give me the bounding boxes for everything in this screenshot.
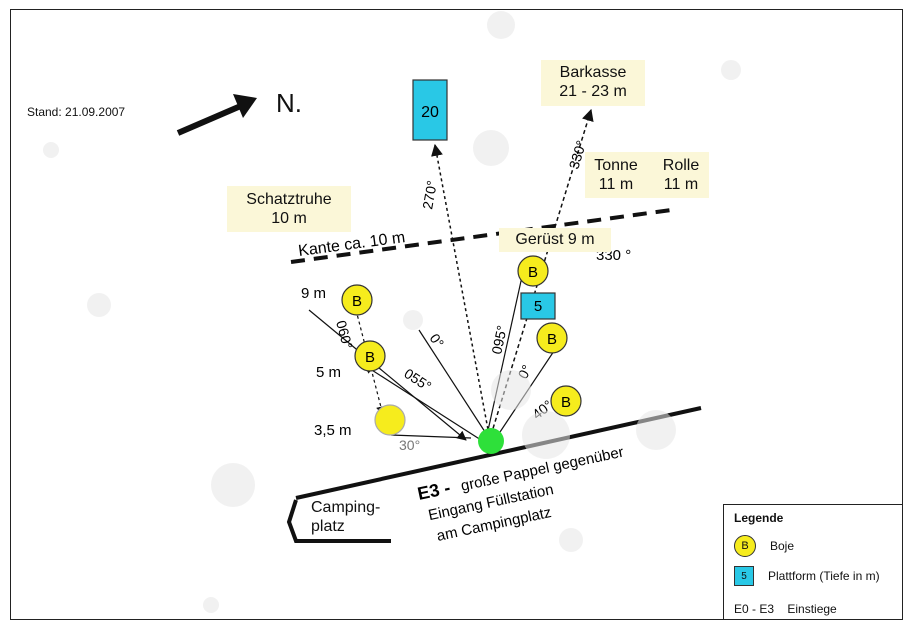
legend-platform-label: Plattform (Tiefe in m) — [768, 569, 880, 583]
depth-5m: 5 m — [316, 364, 341, 381]
rolle-name: Rolle — [662, 157, 700, 174]
bearing-line-low — [390, 434, 472, 439]
platform-icon: 5 — [734, 566, 754, 586]
platform-20-label: 20 — [421, 104, 439, 121]
bearing-line-9m — [308, 309, 467, 441]
buoy-9m — [341, 284, 373, 316]
buoy-label: B — [528, 264, 538, 281]
buoy-label: B — [561, 394, 571, 411]
buoy-5m — [354, 340, 386, 372]
buoy-label: B — [547, 331, 557, 348]
barkasse-depth: 21 - 23 m — [559, 83, 627, 100]
label-bg-barkasse — [541, 60, 645, 106]
platform-20 — [412, 79, 448, 141]
label-camping: Camping- platz — [311, 498, 380, 536]
buoy-3-5m — [374, 404, 406, 436]
legend-box: Legende B Boje 5 Plattform (Tiefe in m) … — [723, 504, 903, 620]
depth-9m: 9 m — [301, 285, 326, 302]
legend-buoy-label: Boje — [770, 539, 795, 553]
date-stamp: Stand: 21.09.2007 — [27, 105, 126, 119]
bearing-line-270 — [431, 143, 490, 436]
legend-title: Legende — [734, 511, 784, 525]
north-arrow-icon — [176, 94, 257, 136]
legend-row-buoy: B Boje — [734, 535, 794, 557]
buoy-label: B — [352, 293, 362, 310]
label-geruest: Gerüst 9 m — [515, 231, 595, 248]
bearing-060: 060° — [333, 319, 356, 351]
platform-5 — [520, 292, 556, 320]
bearing-270: 270° — [419, 179, 440, 210]
entry-e3-marker — [478, 428, 504, 454]
label-bg-tonne-rolle — [585, 152, 709, 198]
legend-entries-label: E0 - E3 Einstiege — [734, 602, 837, 616]
schatztruhe-name: Schatztruhe — [246, 191, 332, 208]
label-rolle: Rolle 11 m — [653, 156, 709, 194]
bearing-fragment: 30° — [399, 437, 420, 453]
rolle-depth: 11 m — [663, 176, 699, 193]
label-schatztruhe: Schatztruhe 10 m — [227, 190, 351, 228]
buoy-right-mid — [536, 322, 568, 354]
camping-line2: platz — [311, 518, 345, 535]
tonne-name: Tonne — [594, 157, 638, 174]
bearing-line-055 — [363, 364, 482, 441]
bearing-fragment: 0° — [427, 331, 448, 351]
legend-row-entries: E0 - E3 Einstiege — [734, 602, 837, 616]
e3-code: E3 - — [416, 477, 452, 503]
barkasse-name: Barkasse — [559, 64, 627, 81]
map-frame: 20 5 B B B B B Kante ca. 10 m 270° 330° … — [10, 9, 903, 620]
legend-row-platform: 5 Plattform (Tiefe in m) — [734, 566, 880, 586]
bearing-095: 095° — [488, 324, 510, 356]
buoy-geruest — [517, 255, 549, 287]
bearing-line-095 — [486, 271, 524, 436]
north-label: N. — [276, 88, 302, 118]
label-barkasse: Barkasse 21 - 23 m — [541, 63, 645, 101]
buoy-icon: B — [734, 535, 756, 557]
decorative-droplets — [43, 11, 741, 613]
shore-line — [295, 406, 702, 500]
edge-line — [290, 208, 672, 264]
tonne-depth: 11 m — [598, 176, 634, 193]
label-bg-geruest — [499, 228, 611, 252]
kante-label: Kante ca. 10 m — [297, 229, 406, 260]
camping-line1: Camping- — [311, 499, 381, 516]
depth-3-5m: 3,5 m — [314, 422, 352, 439]
label-bg-schatztruhe — [227, 186, 351, 232]
road-outline — [286, 499, 391, 543]
bearing-line-frag — [418, 329, 488, 436]
label-tonne: Tonne 11 m — [585, 156, 647, 194]
platform-5-label: 5 — [534, 298, 542, 315]
schatztruhe-depth: 10 m — [271, 210, 307, 227]
buoy-label: B — [365, 349, 375, 366]
dive-site-map: 20 5 B B B B B Kante ca. 10 m 270° 330° … — [43, 11, 741, 613]
buoy-right-low — [550, 385, 582, 417]
